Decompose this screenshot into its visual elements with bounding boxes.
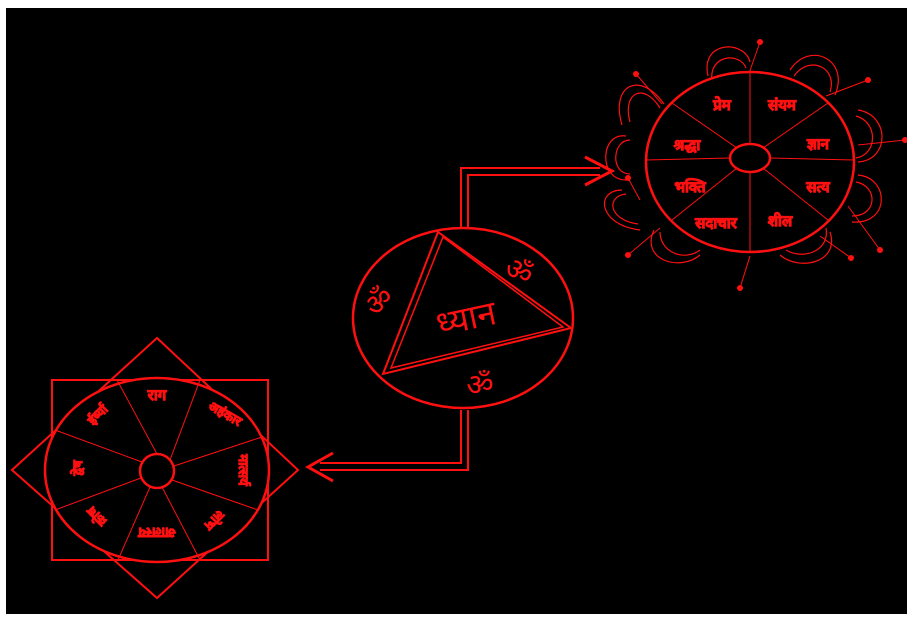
connector-to-vices — [308, 410, 468, 481]
connector-to-virtues — [461, 157, 612, 228]
vice-label-3: मात्सर्य — [235, 453, 251, 486]
meditation-circle: ध्यान ॐ ॐ ॐ — [353, 228, 573, 408]
virtue-label-8: श्रद्धा — [673, 136, 702, 154]
vices-wheel: राग अहंकार मात्सर्य लोभ आलस्य क्रोध द्वे… — [12, 338, 298, 598]
vice-label-5: आलस्य — [137, 524, 175, 540]
virtue-label-7: भक्ति — [674, 178, 706, 196]
virtue-label-3: ज्ञान — [806, 135, 830, 153]
virtue-label-5: शील — [768, 212, 793, 230]
diagram-canvas: ध्यान ॐ ॐ ॐ — [6, 8, 907, 614]
om-symbol-left: ॐ — [358, 280, 401, 324]
vice-label-7: द्वेष — [70, 460, 86, 476]
virtue-label-1: प्रेम — [712, 96, 732, 114]
virtue-label-4: सत्य — [805, 178, 830, 196]
vice-label-1: राग — [147, 386, 167, 404]
virtue-label-2: संयम — [767, 96, 797, 114]
center-label: ध्यान — [433, 293, 501, 345]
meditation-diagram: ध्यान ॐ ॐ ॐ — [6, 8, 907, 614]
virtue-label-6: सदाचार — [694, 214, 737, 232]
virtues-flower: प्रेम संयम ज्ञान सत्य शील सदाचार भक्ति श… — [605, 39, 907, 291]
om-symbol-upper-right: ॐ — [498, 250, 539, 294]
om-symbol-bottom: ॐ — [466, 368, 493, 403]
